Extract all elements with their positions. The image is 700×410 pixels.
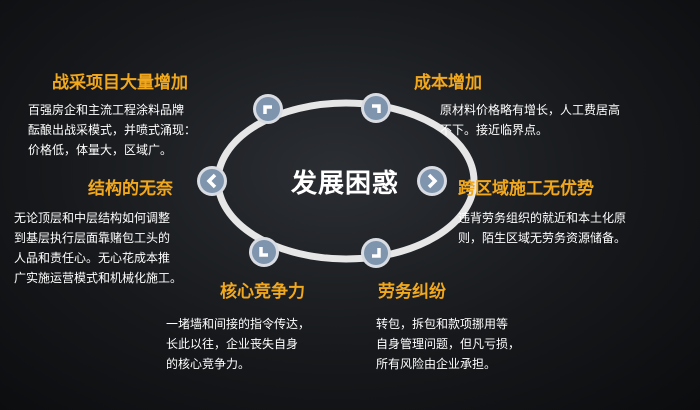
- text-line: 违背劳务组织的就近和本土化原: [458, 211, 627, 225]
- node-bottom-right: [361, 238, 391, 268]
- text-top-right: 原材料价格略有增长，人工费居高 不下。接近临界点。: [440, 100, 620, 140]
- text-line: 价格低，体量大，区域广。: [28, 143, 173, 157]
- chevron-right-icon: [427, 173, 438, 189]
- text-line: 转包，拆包和款项挪用等: [376, 317, 509, 331]
- heading-top-left: 战采项目大量增加: [52, 73, 188, 93]
- heading-mid-left: 结构的无奈: [88, 179, 173, 199]
- text-mid-right: 违背劳务组织的就近和本土化原 则，陌生区域无劳务资源储备。: [458, 208, 626, 248]
- heading-top-right: 成本增加: [414, 73, 482, 93]
- node-mid-left: [197, 166, 227, 196]
- text-bottom-right: 转包，拆包和款项挪用等 自身管理问题，但凡亏损， 所有风险由企业承担。: [376, 314, 520, 374]
- text-line: 所有风险由企业承担。: [376, 357, 497, 371]
- text-line: 广实施运营模式和机械化施工。: [14, 271, 183, 285]
- chevron-up-right-icon: [372, 104, 381, 113]
- text-line: 长此以往，企业丧失自身: [166, 337, 299, 351]
- node-bottom-left: [249, 237, 279, 267]
- heading-bottom-left: 核心竞争力: [220, 282, 305, 302]
- node-top-right: [361, 93, 391, 123]
- text-line: 酝酿出战采模式，并喷式涌现：: [28, 123, 197, 137]
- chevron-left-icon: [206, 173, 217, 189]
- text-line: 的核心竞争力。: [166, 357, 251, 371]
- node-mid-right: [417, 166, 447, 196]
- chevron-down-right-icon: [372, 248, 381, 258]
- text-line: 人品和责任心。无心花成本推: [14, 251, 171, 265]
- heading-mid-right: 跨区域施工无优势: [458, 179, 594, 199]
- text-mid-left: 无论顶层和中层结构如何调整 到基层执行层面靠赌包工头的 人品和责任心。无心花成本…: [14, 208, 182, 288]
- chevron-down-left-icon: [259, 247, 268, 257]
- chevron-up-left-icon: [263, 105, 272, 114]
- text-line: 百强房企和主流工程涂料品牌: [28, 103, 185, 117]
- text-line: 无论顶层和中层结构如何调整: [14, 211, 171, 225]
- text-line: 原材料价格略有增长，人工费居高: [440, 103, 621, 117]
- text-line: 一堵墙和间接的指令传达，: [166, 317, 311, 331]
- heading-bottom-right: 劳务纠纷: [378, 282, 446, 302]
- center-title: 发展困惑: [290, 169, 399, 199]
- text-bottom-left: 一堵墙和间接的指令传达， 长此以往，企业丧失自身 的核心竞争力。: [166, 314, 310, 374]
- text-line: 则，陌生区域无劳务资源储备。: [458, 231, 627, 245]
- text-line: 不下。接近临界点。: [440, 123, 549, 137]
- node-top-left: [253, 94, 283, 124]
- text-top-left: 百强房企和主流工程涂料品牌 酝酿出战采模式，并喷式涌现： 价格低，体量大，区域广…: [28, 100, 196, 160]
- text-line: 到基层执行层面靠赌包工头的: [14, 231, 171, 245]
- text-line: 自身管理问题，但凡亏损，: [376, 337, 521, 351]
